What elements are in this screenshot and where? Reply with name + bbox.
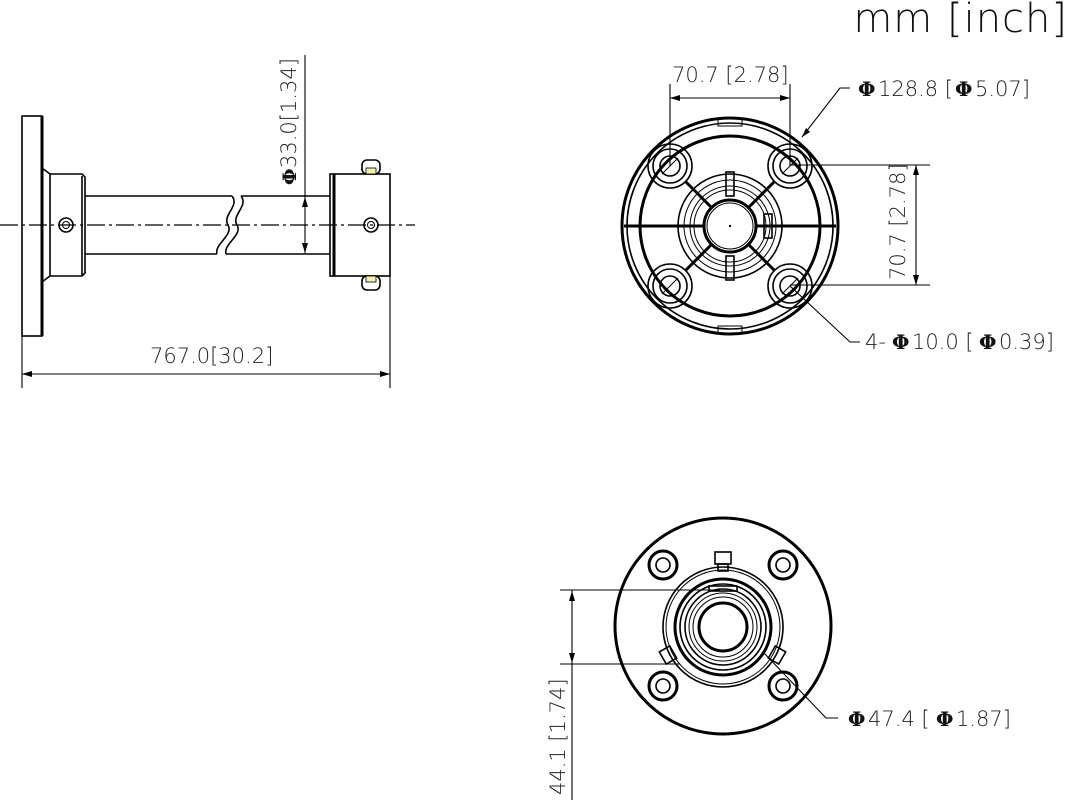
pipe-phi-symbol: Φ <box>279 168 301 185</box>
outer-diameter-inch-label: 5.07] <box>975 77 1030 101</box>
inner-bore <box>697 601 749 653</box>
hole-diameter-inch-label: 0.39] <box>999 330 1054 354</box>
length-label: 767.0[30.2] <box>150 344 273 368</box>
inner-diameter-label: 47.4 [ <box>868 707 930 731</box>
height-label: 44.1 [1.74] <box>546 678 570 795</box>
hole-spacing-v-label: 70.7 [2.78] <box>886 163 910 280</box>
side-view <box>0 55 415 388</box>
mounting-hole-br <box>767 263 813 309</box>
collar <box>673 577 773 677</box>
flange-base <box>41 167 86 283</box>
hole-phi-symbol-inch: Φ <box>979 330 996 354</box>
outer-phi-symbol: Φ <box>858 77 875 101</box>
bottom-view <box>560 516 838 800</box>
hole-leader <box>789 285 860 343</box>
base-hole-bl <box>647 670 679 702</box>
inner-phi-symbol-inch: Φ <box>936 707 953 731</box>
mounting-hole-bl <box>647 263 693 309</box>
outer-diameter-leader <box>801 87 850 138</box>
top-view <box>620 84 930 343</box>
inner-diameter-inch-label: 1.87] <box>956 707 1011 731</box>
units-label: mm [inch] <box>853 0 1068 42</box>
pipe-diameter-label: 33.0[1.34] <box>277 58 301 168</box>
collar-tab <box>714 551 732 565</box>
inner-phi-symbol: Φ <box>848 707 865 731</box>
outer-phi-symbol-inch: Φ <box>955 77 972 101</box>
hole-count-label: 4- <box>865 330 886 354</box>
base-hole-tl <box>647 549 679 581</box>
outer-diameter-label: 128.8 [ <box>878 77 953 101</box>
base-hole-tr <box>767 549 799 581</box>
base-hole-br <box>767 670 799 702</box>
hole-phi-symbol: Φ <box>892 330 909 354</box>
base-plate <box>613 516 833 736</box>
hole-diameter-label: 10.0 [ <box>912 330 974 354</box>
hole-spacing-h-label: 70.7 [2.78] <box>672 63 789 87</box>
wall-plate <box>21 115 43 337</box>
inner-diameter-leader <box>762 651 838 719</box>
